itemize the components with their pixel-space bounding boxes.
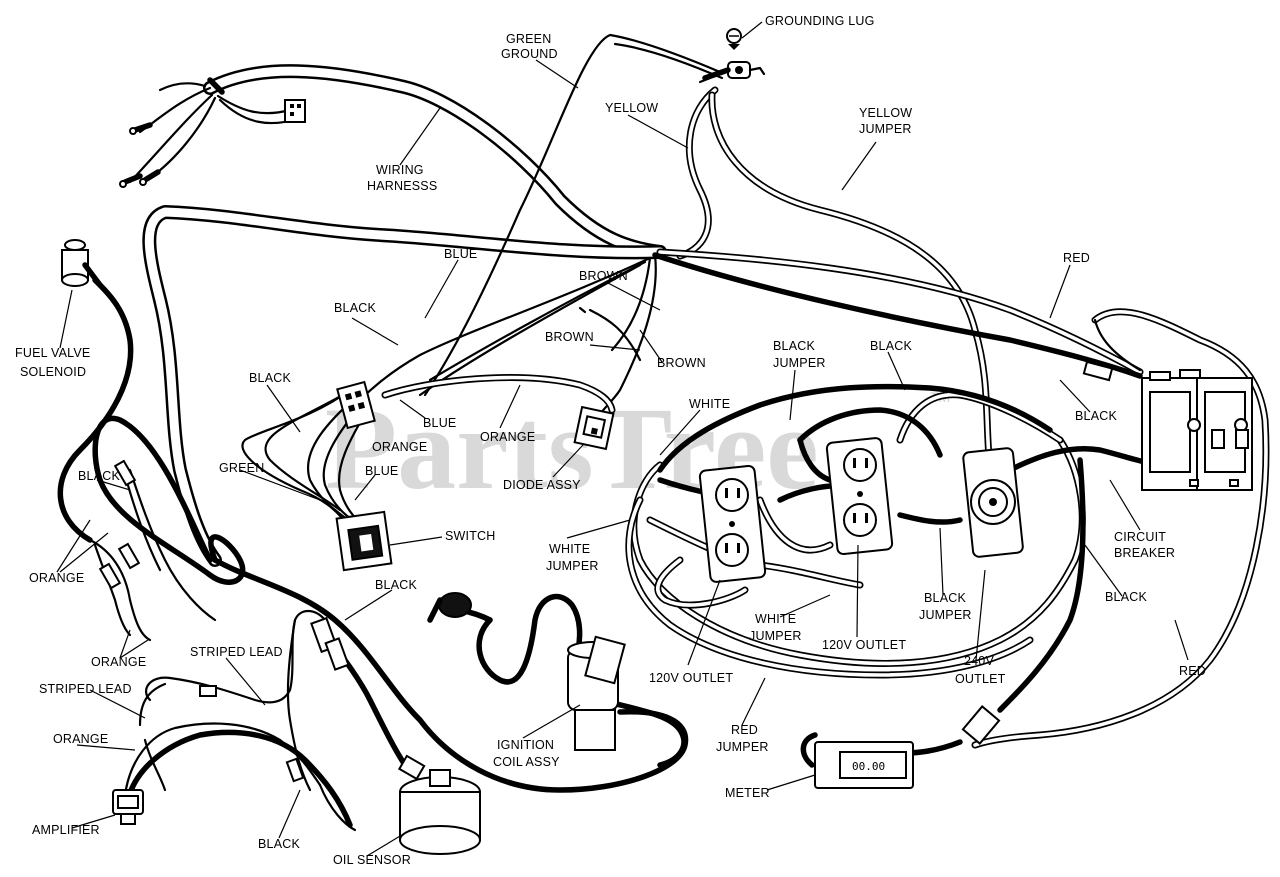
outlet-120v-left [698,464,767,583]
black-engine-loop [92,415,246,585]
label-red-top: RED [1063,251,1090,265]
label-ignition-2: COIL ASSY [493,755,560,769]
label-black-3: BLACK [249,371,291,385]
amplifier [112,789,144,825]
brown-wire [596,253,657,422]
label-ignition-1: IGNITION [497,738,554,752]
label-white-jumper-2a: WHITE [755,612,796,626]
inline-connectors [98,360,1114,783]
blue-wire [358,256,652,402]
oil-sensor [397,754,481,855]
label-wiring-harness-2: HARNESSS [367,179,437,193]
label-yellow: YELLOW [605,101,658,115]
harness-terminals [119,77,225,188]
label-black-2: BLACK [870,339,912,353]
label-outlet-120v-b: 120V OUTLET [822,638,906,652]
label-white-jumper-1a: WHITE [549,542,590,556]
label-black-right: BLACK [1075,409,1117,423]
label-fuel-valve-1: FUEL VALVE [15,346,90,360]
label-blue-top: BLUE [444,247,477,261]
label-orange-3: ORANGE [29,571,84,585]
label-striped-lead-2: STRIPED LEAD [39,682,132,696]
grounding-lug [698,28,766,84]
circuit-breaker [1141,369,1253,491]
black-meter-wire [997,457,1086,713]
ignition-coil-wire [476,593,583,685]
label-orange-5: ORANGE [53,732,108,746]
label-blue-low: BLUE [365,464,398,478]
label-grounding-lug: GROUNDING LUG [765,14,875,28]
label-fuel-valve-2: SOLENOID [20,365,86,379]
label-brown-2: BROWN [545,330,594,344]
label-outlet-120v-a: 120V OUTLET [649,671,733,685]
label-white-jumper-1b: JUMPER [546,559,599,573]
label-switch: SWITCH [445,529,496,543]
ignition-coil [427,592,626,751]
label-brown-3: BROWN [657,356,706,370]
harness-connector-top [284,99,306,123]
outlet-240v [962,447,1024,558]
label-outlet-240v-1: 240V [964,654,994,668]
label-black-jumper-low-1: BLACK [924,591,966,605]
wiring-harness-wire [142,64,667,567]
label-meter: METER [725,786,770,800]
fuel-valve-solenoid [61,239,103,288]
multi-pin-connector [336,380,376,430]
label-outlet-240v-2: OUTLET [955,672,1006,686]
label-white: WHITE [689,397,730,411]
black-breaker-wire [652,252,1143,379]
meter: 00.00 [814,741,914,789]
label-circuit-breaker-1: CIRCUIT [1114,530,1166,544]
label-black-1: BLACK [334,301,376,315]
components: 00.00 [61,28,1253,855]
label-amplifier: AMPLIFIER [32,823,100,837]
label-striped-lead-1: STRIPED LEAD [190,645,283,659]
wires [57,33,1270,832]
label-blue-mid: BLUE [423,416,456,430]
black-breaker-return [1007,445,1148,473]
label-green-ground-2: GROUND [501,47,558,61]
orange-lead [88,538,152,642]
label-black-jumper-top-2: JUMPER [773,356,826,370]
label-diode-assy: DIODE ASSY [503,478,581,492]
label-brown-1: BROWN [579,269,628,283]
label-black-jumper-low-2: JUMPER [919,608,972,622]
label-oil-sensor: OIL SENSOR [333,853,411,867]
label-red-jumper-2: JUMPER [716,740,769,754]
outlet-120v-center [825,437,894,556]
label-black-5: BLACK [375,578,417,592]
label-white-jumper-2b: JUMPER [749,629,802,643]
label-circuit-breaker-2: BREAKER [1114,546,1175,560]
label-black-6: BLACK [1105,590,1147,604]
meter-display: 00.00 [852,760,885,773]
switch [335,510,393,572]
label-black-7: BLACK [258,837,300,851]
label-black-jumper-top-1: BLACK [773,339,815,353]
label-green-ground-1: GREEN [506,32,551,46]
labels: GROUNDING LUG GREEN GROUND YELLOW YELLOW… [15,14,1206,867]
label-red-right: RED [1179,664,1206,678]
label-orange-2: ORANGE [372,440,427,454]
label-yellow-jumper-2: JUMPER [859,122,912,136]
label-green: GREEN [219,461,264,475]
label-orange-4: ORANGE [91,655,146,669]
label-black-4: BLACK [78,469,120,483]
fuel-solenoid-wire [57,277,134,543]
label-red-jumper-1: RED [731,723,758,737]
label-yellow-jumper-1: YELLOW [859,106,912,120]
diode-assembly [573,405,615,451]
label-orange-1: ORANGE [480,430,535,444]
green-ground-wire [423,33,722,397]
label-wiring-harness-1: WIRING [376,163,424,177]
leader-lines [56,21,1189,857]
